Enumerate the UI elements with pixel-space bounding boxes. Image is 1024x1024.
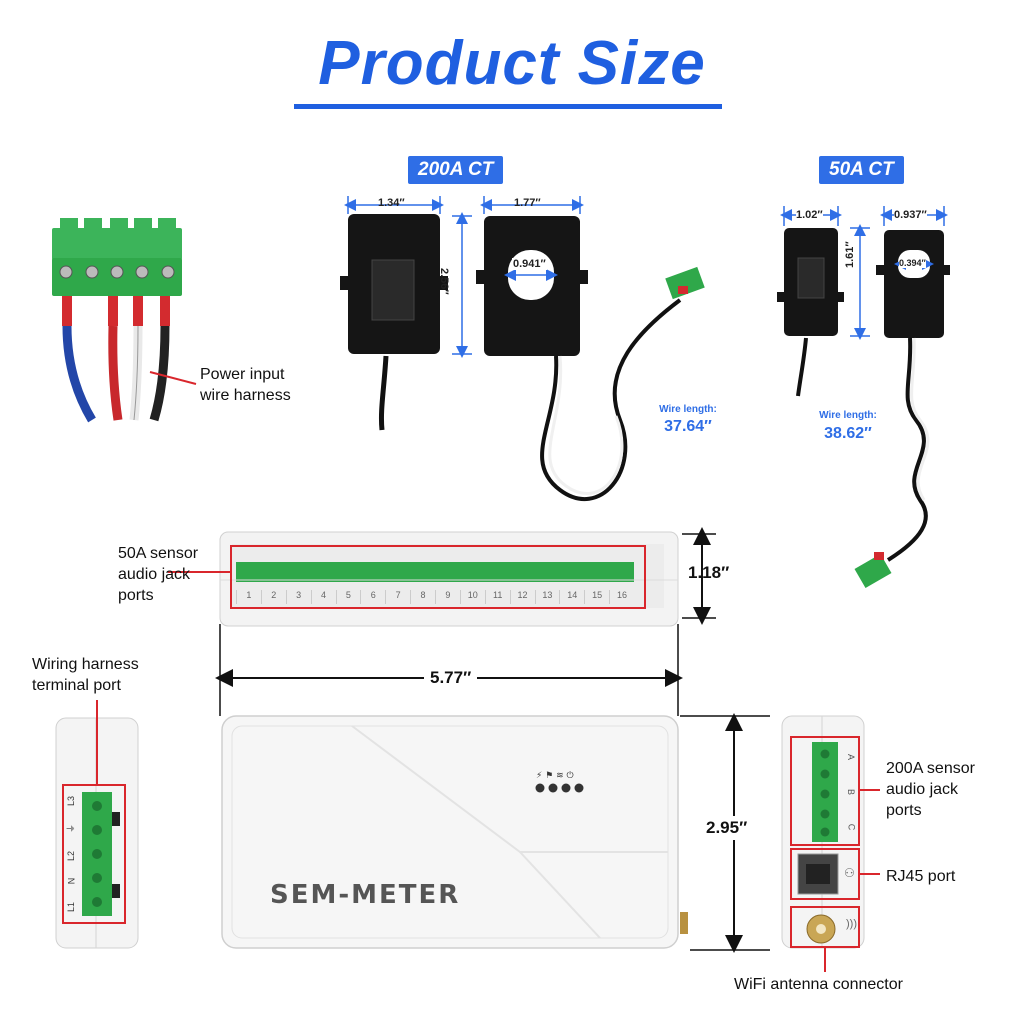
title-underline	[294, 104, 722, 109]
wiring-terminal-highlight	[62, 784, 126, 924]
sensor-port-number: 7	[385, 590, 410, 604]
ct200-graphic	[340, 196, 705, 501]
sensor-port-number: 13	[534, 590, 560, 604]
sensor-port-number: 8	[410, 590, 435, 604]
device-length-dim: 5.77″	[424, 668, 478, 688]
terminal-pin-label: ⏚	[66, 823, 77, 833]
wifi-connector-highlight	[790, 906, 860, 948]
sensor-port-number: 5	[335, 590, 361, 604]
terminal-pin-label: N	[66, 878, 76, 885]
wiring-terminal-label-line1: Wiring harness	[32, 656, 139, 673]
device-height-dim: 1.18″	[688, 563, 730, 582]
sensor-ports-highlight	[230, 545, 646, 609]
sensor-port-number: 4	[310, 590, 336, 604]
device-right-side-graphic	[781, 715, 880, 972]
power-harness-graphic	[52, 218, 197, 423]
sensor-port-number: 14	[559, 590, 584, 604]
terminal-pin-label: L1	[65, 901, 76, 913]
device-front-graphic	[215, 527, 716, 716]
rj45-highlight	[790, 848, 860, 900]
device-left-side-graphic	[55, 700, 139, 949]
ct200-wire-label: Wire length:	[659, 404, 717, 415]
ct200-depth-dim: 1.77″	[514, 197, 541, 209]
ct50-wire-value: 38.62″	[824, 425, 872, 442]
power-harness-label: Power input wire harness	[200, 364, 291, 406]
rj45-label: RJ45 port	[886, 868, 956, 885]
sensor-port-number: 9	[435, 590, 460, 604]
ct200-ports-label-line1: 200A sensor	[886, 760, 975, 777]
sensor-port-number: 1	[236, 590, 261, 604]
ct50-width-dim: 1.02″	[796, 209, 823, 221]
power-harness-label-line1: Power input	[200, 366, 285, 383]
wifi-icon: )))	[846, 918, 857, 930]
sensor-ports-label-line3: ports	[118, 587, 154, 604]
device-width-dim: 2.95″	[706, 816, 748, 840]
sensor-ports-label: 50A sensor audio jack ports	[118, 543, 198, 606]
sensor-port-number: 11	[484, 590, 510, 604]
terminal-pin-label: L2	[65, 850, 76, 861]
ct50-height-dim: 1.61″	[844, 241, 856, 268]
ct200-phase-labels: A B C	[844, 752, 858, 832]
ct50-depth-dim: 0.937″	[894, 209, 927, 221]
sensor-port-number: 10	[459, 590, 485, 604]
device-brand-logo: SEM-METER	[270, 880, 461, 910]
sensor-port-number: 12	[509, 590, 535, 604]
power-harness-label-line2: wire harness	[200, 387, 291, 404]
terminal-pin-label: L3	[65, 795, 76, 807]
ct200-ports-highlight	[790, 736, 860, 846]
wiring-terminal-label-line2: terminal port	[32, 677, 121, 694]
network-icon: ⚇	[844, 866, 855, 880]
ct200-ports-label: 200A sensor audio jack ports	[886, 758, 975, 821]
svg-text:⚡ ⚑ ≋ ⏻: ⚡ ⚑ ≋ ⏻	[536, 770, 574, 781]
ct50-graphic	[777, 206, 950, 589]
page-title: Product Size	[318, 29, 706, 98]
ct50-hole-dim: 0.394″	[899, 258, 926, 268]
wifi-connector-label: WiFi antenna connector	[734, 976, 903, 993]
ct200-tag: 200A CT	[408, 156, 504, 184]
wiring-terminal-label: Wiring harness terminal port	[32, 654, 139, 696]
sensor-port-number: 3	[285, 590, 311, 604]
ct200-height-dim: 2.56″	[438, 268, 450, 295]
ct200-ports-label-line3: ports	[886, 802, 922, 819]
phase-label: B	[845, 788, 856, 796]
phase-label: A	[845, 753, 856, 761]
ct200-hole-dim: 0.941″	[512, 258, 547, 270]
sensor-port-number: 16	[609, 590, 634, 604]
sensor-ports-label-line2: audio jack	[118, 566, 191, 583]
ct200-wire-value: 37.64″	[664, 418, 712, 435]
sensor-ports-label-line1: 50A sensor	[118, 545, 199, 562]
sensor-port-number: 2	[260, 590, 286, 604]
sensor-port-number: 6	[360, 590, 385, 604]
ct50-tag: 50A CT	[819, 156, 904, 184]
sensor-port-number: 15	[584, 590, 609, 604]
device-top-graphic: ⚡ ⚑ ≋ ⏻	[221, 713, 770, 953]
ct50-wire-label: Wire length:	[819, 410, 877, 421]
ct200-ports-label-line2: audio jack	[886, 781, 959, 798]
phase-label: C	[846, 823, 856, 831]
ct200-width-dim: 1.34″	[378, 197, 405, 209]
